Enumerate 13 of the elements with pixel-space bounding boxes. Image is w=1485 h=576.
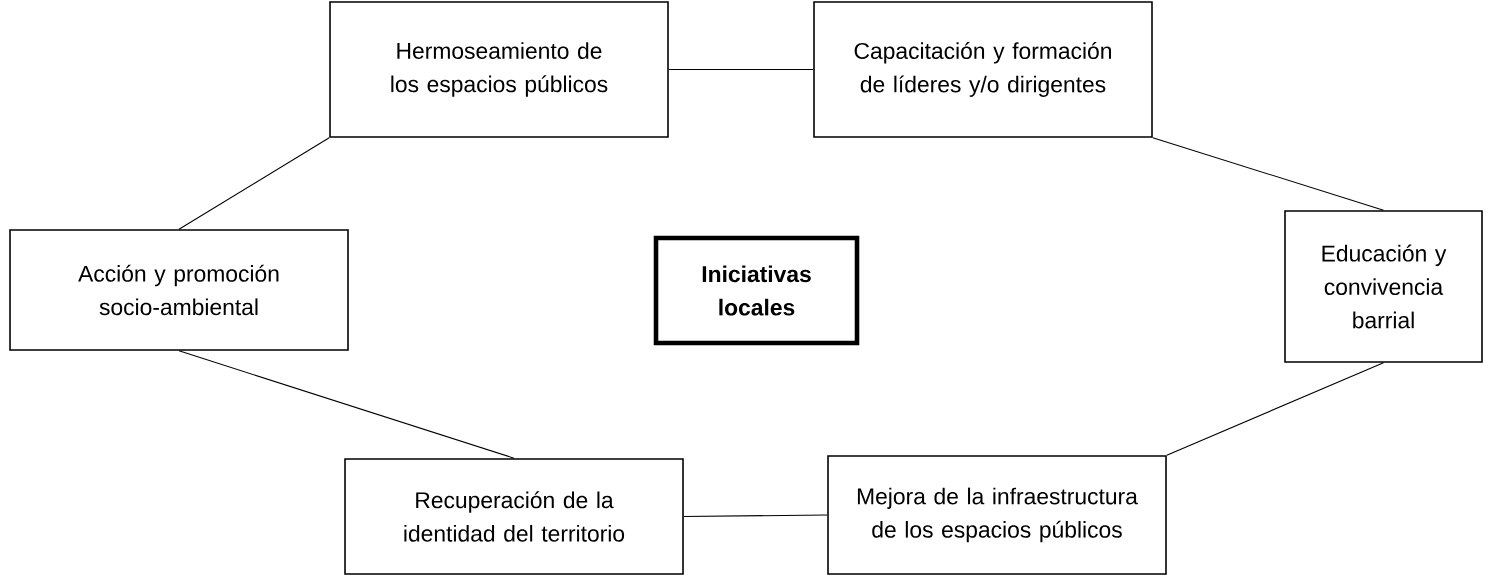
connector-line xyxy=(178,137,330,230)
topic-box: Educación y convivencia barrial xyxy=(1284,210,1483,363)
topic-box: Mejora de la infraestructura de los espacios públicos xyxy=(827,455,1167,575)
title-box: Iniciativas locales xyxy=(653,235,860,346)
topic-box: Acción y promoción socio-ambiental xyxy=(9,229,349,351)
connector-line xyxy=(178,350,515,459)
connector-line xyxy=(668,68,814,70)
connector-line xyxy=(1152,137,1385,211)
topic-box: Hermoseamiento de los espacios públicos xyxy=(329,1,669,138)
connector-line xyxy=(683,514,828,517)
topic-box: Recuperación de la identidad del territorio xyxy=(344,458,684,575)
topic-box: Capacitación y formación de líderes y/o dirigentes xyxy=(813,1,1153,138)
connector-line xyxy=(1166,362,1385,456)
